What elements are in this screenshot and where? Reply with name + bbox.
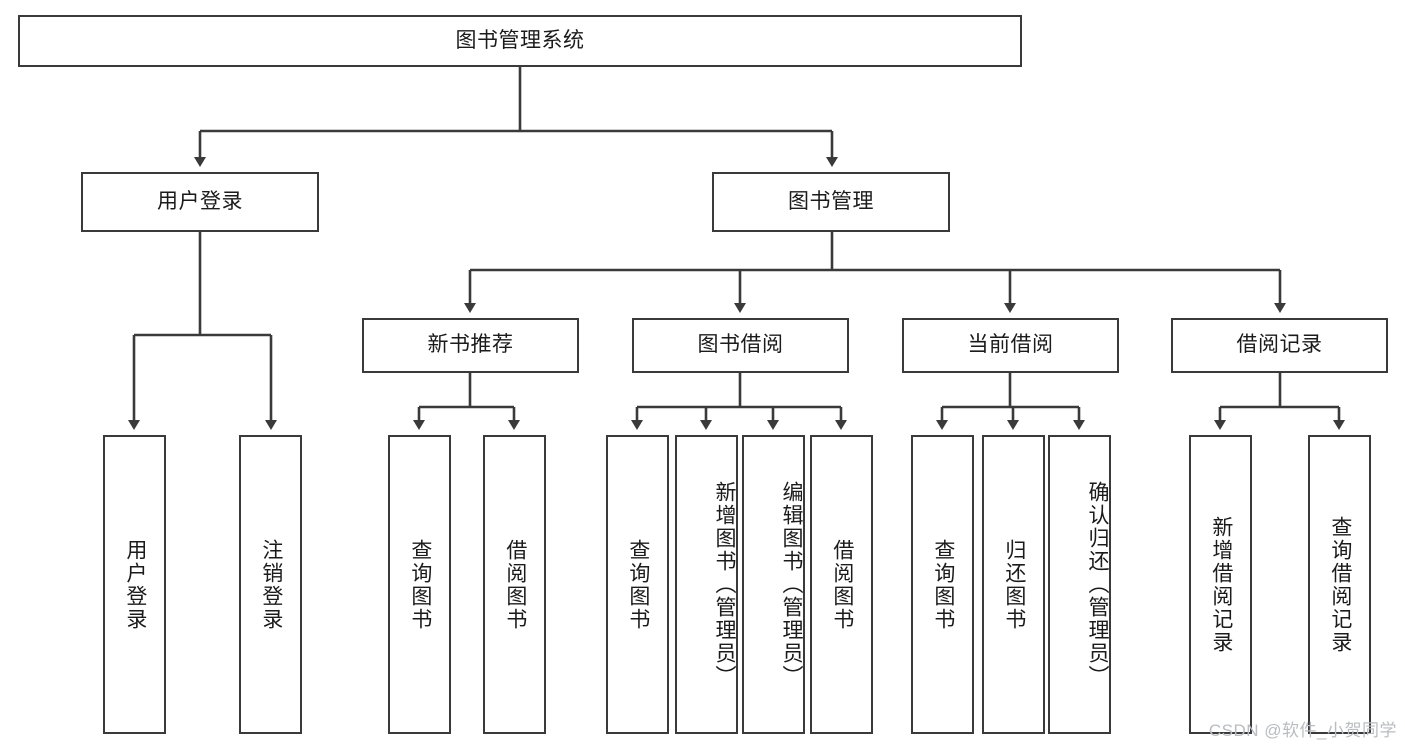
node-leaf-2[interactable]: 查询图书	[388, 435, 451, 734]
node-leaf-5[interactable]: 新增图书（管理员）	[675, 435, 738, 734]
node-leaf-12[interactable]: 查询借阅记录	[1308, 435, 1371, 734]
node-level2-0[interactable]: 用户登录	[81, 172, 319, 232]
node-leaf-0[interactable]: 用户登录	[103, 435, 166, 734]
node-level3-3[interactable]: 借阅记录	[1171, 318, 1388, 373]
node-level2-1[interactable]: 图书管理	[712, 172, 950, 232]
node-leaf-6[interactable]: 编辑图书（管理员）	[742, 435, 805, 734]
node-leaf-11[interactable]: 新增借阅记录	[1189, 435, 1252, 734]
node-leaf-4[interactable]: 查询图书	[606, 435, 669, 734]
node-leaf-3[interactable]: 借阅图书	[483, 435, 546, 734]
node-level3-1[interactable]: 图书借阅	[632, 318, 849, 373]
node-leaf-7[interactable]: 借阅图书	[810, 435, 873, 734]
node-level3-0[interactable]: 新书推荐	[362, 318, 579, 373]
node-leaf-9[interactable]: 归还图书	[982, 435, 1045, 734]
node-leaf-10[interactable]: 确认归还（管理员）	[1048, 435, 1111, 734]
node-root-system[interactable]: 图书管理系统	[18, 15, 1022, 67]
csdn-watermark: CSDN @软件_小贺同学	[1208, 721, 1397, 740]
node-leaf-8[interactable]: 查询图书	[911, 435, 974, 734]
node-leaf-1[interactable]: 注销登录	[239, 435, 302, 734]
node-level3-2[interactable]: 当前借阅	[902, 318, 1119, 373]
